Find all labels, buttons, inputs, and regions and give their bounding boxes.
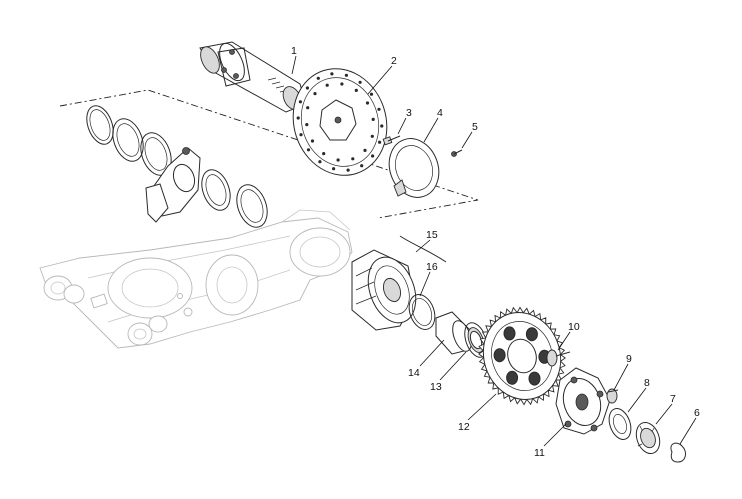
disc-vent-hole: [322, 152, 326, 156]
disc-vent-hole: [363, 148, 367, 152]
disc-vent-hole: [358, 80, 362, 84]
part-5-screw: [451, 149, 463, 157]
callout-3: 3: [406, 107, 412, 119]
callout-12: 12: [458, 421, 470, 433]
disc-vent-hole: [378, 140, 382, 144]
part-7-nut: [635, 422, 661, 454]
disc-vent-hole: [336, 158, 340, 162]
callout-10: 10: [568, 321, 580, 333]
disc-vent-hole: [369, 92, 374, 96]
disc-vent-hole: [306, 106, 310, 110]
disc-vent-hole: [316, 76, 320, 80]
callout-16: 16: [426, 261, 438, 273]
part-11-sprocket-flange: [555, 367, 611, 435]
part-3-bolt: [382, 135, 401, 146]
disc-vent-hole: [346, 168, 350, 172]
part-12-sprocket: [478, 306, 566, 406]
disc-vent-hole: [325, 83, 329, 87]
sprocket-lightening-hole: [503, 326, 516, 341]
callout-4: 4: [437, 107, 443, 119]
disc-vent-hole: [344, 73, 348, 77]
disc-vent-hole: [371, 154, 375, 158]
callout-8: 8: [644, 377, 650, 389]
leader-lines: [291, 55, 697, 447]
part-15-spring-wire: [399, 235, 447, 263]
disc-vent-hole: [370, 134, 374, 138]
part-2-brake-disc: [292, 68, 388, 176]
disc-vent-hole: [340, 82, 344, 86]
callout-9: 9: [626, 353, 632, 365]
sprocket-lightening-hole: [493, 348, 506, 363]
sprocket-lightening-hole: [528, 371, 541, 386]
callout-1: 1: [291, 45, 297, 57]
eccentric-hub: [351, 249, 417, 331]
disc-vent-hole: [298, 100, 302, 104]
disc-vent-hole: [296, 116, 300, 120]
callout-11: 11: [534, 447, 545, 459]
disc-vent-hole: [313, 92, 317, 96]
disc-vent-hole: [354, 88, 358, 92]
callout-5: 5: [472, 121, 478, 133]
disc-vent-hole: [310, 139, 315, 143]
disc-vent-hole: [332, 167, 336, 171]
disc-vent-hole: [305, 86, 309, 90]
disc-vent-hole: [305, 123, 309, 127]
part-16-circlip: [408, 294, 436, 330]
disc-vent-hole: [351, 157, 355, 161]
disc-vent-hole: [299, 133, 303, 137]
callout-7: 7: [670, 393, 676, 405]
callout-2: 2: [391, 55, 397, 67]
callout-13: 13: [430, 381, 442, 393]
disc-vent-hole: [360, 164, 364, 168]
disc-vent-hole: [318, 160, 322, 164]
callout-14: 14: [408, 367, 420, 379]
part-9-locknut: [606, 388, 619, 404]
callout-6: 6: [694, 407, 700, 419]
disc-vent-hole: [306, 148, 311, 152]
swingarm: [39, 209, 353, 349]
sprocket-lightening-hole: [525, 327, 538, 342]
disc-vent-hole: [380, 124, 384, 128]
disc-vent-hole: [330, 72, 334, 76]
sensor-ring-stack: [86, 105, 268, 228]
part-10-stud: [546, 349, 571, 367]
callout-15: 15: [426, 229, 438, 241]
part-4-tone-ring: [388, 138, 440, 198]
sprocket-lightening-hole: [506, 370, 519, 385]
disc-vent-hole: [377, 107, 381, 111]
disc-vent-hole: [371, 117, 375, 121]
part-6-clip: [670, 442, 686, 463]
part-8-washer: [608, 408, 632, 440]
disc-vent-hole: [365, 101, 370, 105]
part-1-rear-axle: [199, 41, 307, 113]
